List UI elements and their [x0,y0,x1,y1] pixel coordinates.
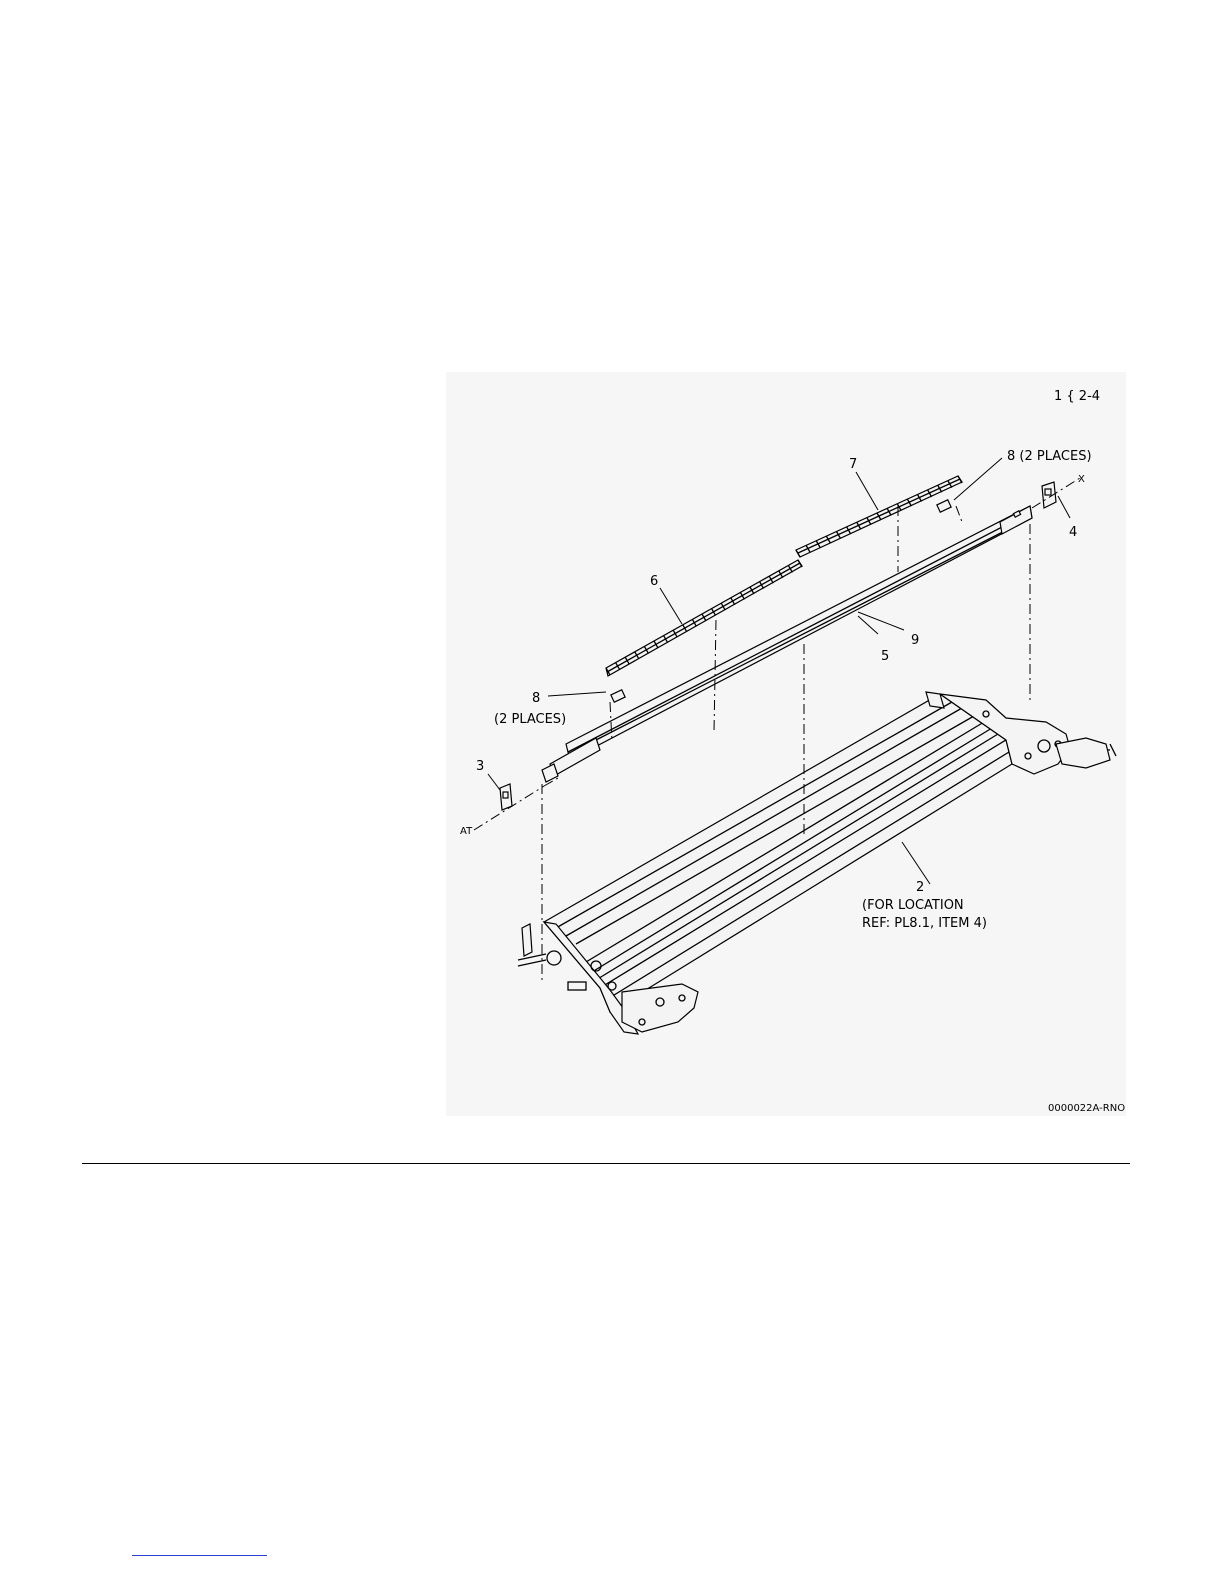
callout-at: AT [460,826,473,837]
callout-3: 3 [476,759,484,774]
part-6-grid-strip [606,560,802,676]
part-7-grid-strip [796,476,962,557]
section-divider [82,1163,1130,1164]
callout-9: 9 [911,633,919,648]
callout-7: 7 [849,457,857,472]
part-8-spring-right [937,500,951,512]
callout-2-note-2: REF: PL8.1, ITEM 4) [862,916,987,931]
callout-8-left: 8 [532,691,540,706]
callout-6: 6 [650,574,658,589]
exploded-view-drawing: 1 { 2-4 [446,372,1126,1116]
header-reference: 1 { 2-4 [1054,389,1100,404]
callout-x: X [1078,474,1085,485]
part-2-housing-assembly [518,692,1116,1034]
footer-link-underline[interactable] [132,1555,267,1556]
callout-2: 2 [916,880,924,895]
parts-diagram: 1 { 2-4 [446,372,1126,1116]
callout-8-top: 8 (2 PLACES) [1007,449,1092,464]
callout-8-left-note: (2 PLACES) [494,712,566,727]
part-8-spring-left [611,690,625,702]
callout-5: 5 [881,649,889,664]
part-4-end-clip [1042,482,1056,508]
figure-id: 0000022A-RNO [1048,1103,1125,1114]
leader-9 [858,612,904,630]
callout-2-note-1: (FOR LOCATION [862,898,964,913]
callout-4: 4 [1069,525,1077,540]
part-3-end-clip [500,784,512,810]
